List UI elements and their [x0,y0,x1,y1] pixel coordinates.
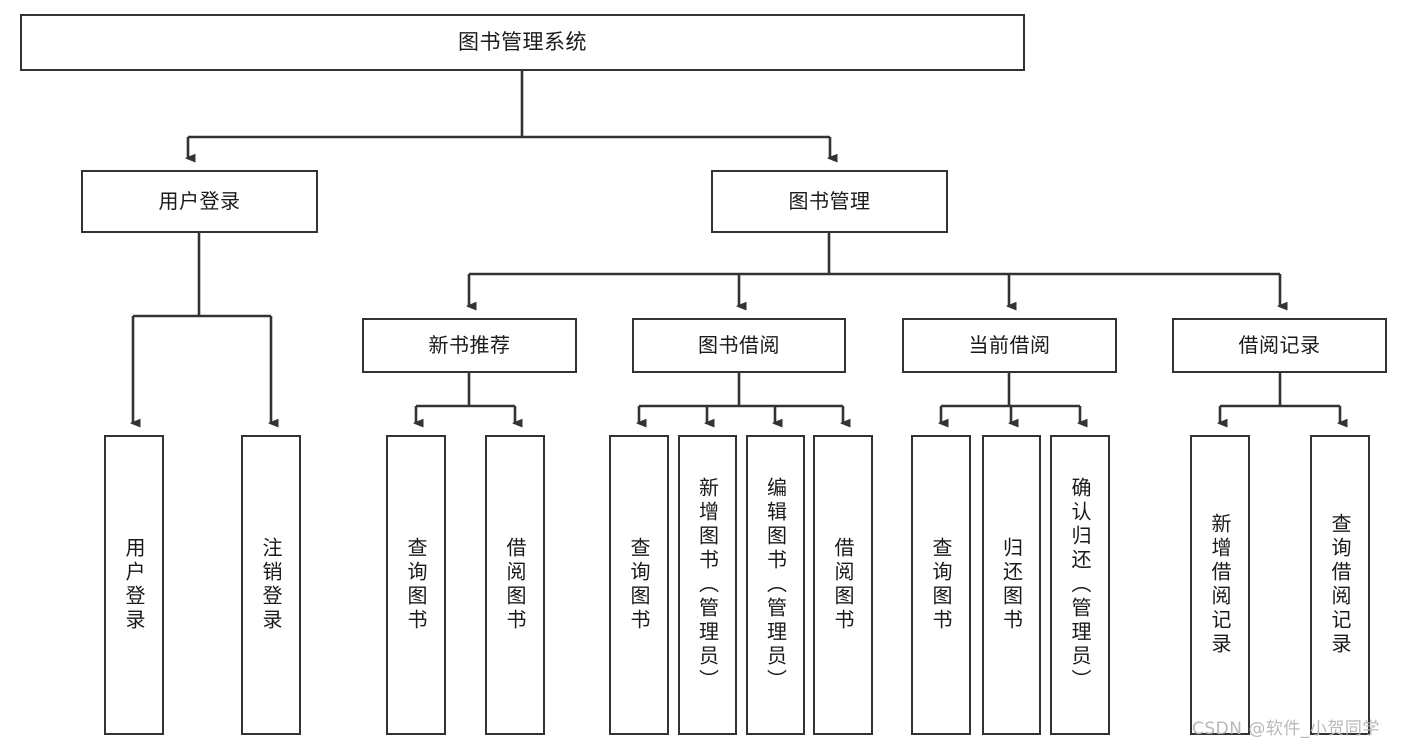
leaf-book-borrow-add[interactable]: 新增图书（管理员） [678,435,737,735]
node-label: 归还图书 [999,537,1024,633]
node-label: 用户登录 [122,537,146,633]
node-label: 查询图书 [627,537,651,633]
node-label: 借阅图书 [831,537,855,633]
leaf-current-borrow-return[interactable]: 归还图书 [982,435,1041,735]
leaf-book-borrow-query[interactable]: 查询图书 [609,435,669,735]
leaf-new-book-query[interactable]: 查询图书 [386,435,446,735]
node-label: 当前借阅 [968,332,1051,357]
leaf-book-borrow-edit[interactable]: 编辑图书（管理员） [746,435,805,735]
leaf-current-borrow-confirm-return[interactable]: 确认归还（管理员） [1050,435,1110,735]
node-label: 新增图书（管理员） [695,477,720,693]
node-borrow-record[interactable]: 借阅记录 [1172,318,1387,373]
leaf-new-book-borrow[interactable]: 借阅图书 [485,435,545,735]
node-label: 编辑图书（管理员） [763,477,788,693]
node-book-management[interactable]: 图书管理 [711,170,948,233]
node-label: 查询图书 [929,537,953,633]
node-current-borrow[interactable]: 当前借阅 [902,318,1117,373]
node-label: 借阅图书 [503,537,527,633]
node-label: 确认归还（管理员） [1068,477,1092,693]
node-user-login[interactable]: 用户登录 [81,170,318,233]
node-label: 图书借阅 [698,332,780,357]
leaf-current-borrow-query[interactable]: 查询图书 [911,435,971,735]
node-label: 图书管理 [788,188,871,213]
node-label: 图书管理系统 [458,30,587,55]
leaf-borrow-record-add[interactable]: 新增借阅记录 [1190,435,1250,735]
node-root-book-management-system[interactable]: 图书管理系统 [20,14,1025,71]
node-label: 查询借阅记录 [1328,513,1352,657]
node-label: 注销登录 [259,537,283,633]
node-label: 查询图书 [404,537,428,633]
leaf-user-login-logout[interactable]: 注销登录 [241,435,301,735]
leaf-user-login-login[interactable]: 用户登录 [104,435,164,735]
node-label: 借阅记录 [1238,332,1321,357]
node-label: 新书推荐 [428,332,511,357]
node-label: 用户登录 [158,188,241,213]
leaf-book-borrow-borrow[interactable]: 借阅图书 [813,435,873,735]
node-label: 新增借阅记录 [1208,513,1232,657]
node-book-borrow[interactable]: 图书借阅 [632,318,846,373]
csdn-watermark: CSDN @软件_小贺同学 [1192,719,1380,739]
leaf-borrow-record-query[interactable]: 查询借阅记录 [1310,435,1370,735]
node-new-book-recommend[interactable]: 新书推荐 [362,318,577,373]
